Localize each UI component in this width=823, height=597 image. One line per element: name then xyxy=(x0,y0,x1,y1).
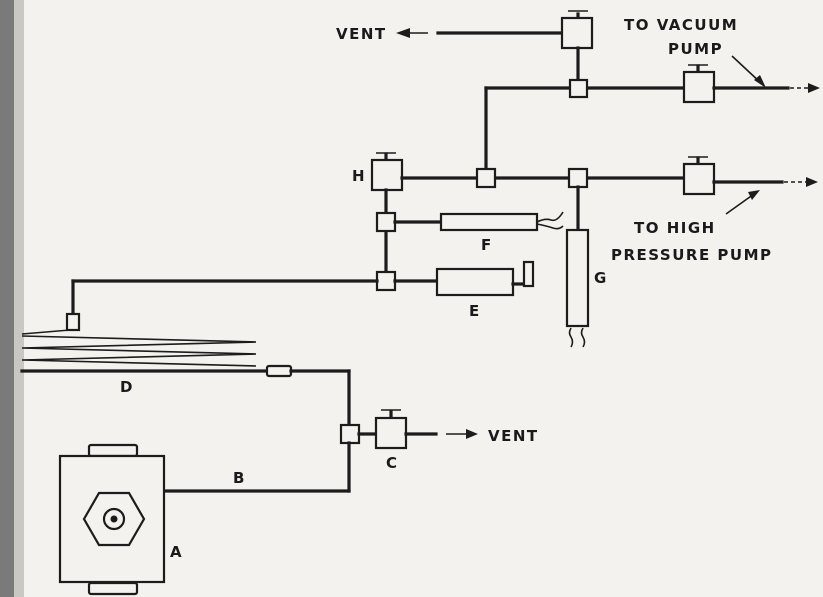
gauge-tee-joint xyxy=(567,167,589,189)
source-a-port-center xyxy=(110,515,118,523)
coil-feed-coupling xyxy=(65,312,81,332)
high-pressure-label-line1: TO HIGH xyxy=(634,219,716,237)
label-h: H xyxy=(352,167,365,185)
sensor-column xyxy=(375,188,564,297)
label-d: D xyxy=(120,378,132,396)
high-pointer-line xyxy=(725,193,755,215)
label-a: A xyxy=(170,543,182,561)
label-c: C xyxy=(386,454,397,472)
top-valve xyxy=(560,16,594,50)
scan-edge-fade xyxy=(14,0,24,597)
vent-top-label: VENT xyxy=(336,25,387,43)
high-pressure-label-line2: PRESSURE PUMP xyxy=(611,246,773,264)
vacuum-tee-joint xyxy=(568,78,589,99)
label-f: F xyxy=(481,236,491,254)
sensor-f-tee xyxy=(375,211,397,233)
coil-feed-line xyxy=(65,279,379,332)
source-a-top-bracket xyxy=(87,443,139,458)
valve-c xyxy=(374,416,408,450)
sensor-f-lead-1 xyxy=(536,211,564,223)
label-b: B xyxy=(233,469,244,487)
valve-h xyxy=(370,158,404,192)
top-valve-assembly xyxy=(396,10,594,80)
gauge-g-tube xyxy=(565,228,590,328)
vacuum-label-line2: PUMP xyxy=(668,40,723,58)
source-a-assembly xyxy=(58,443,351,596)
vent-bottom-arrowhead xyxy=(466,429,478,439)
vacuum-line xyxy=(484,55,820,174)
coil-d xyxy=(20,329,351,427)
label-e: E xyxy=(469,302,479,320)
sensor-f-body xyxy=(439,212,539,232)
vent-bottom-label: VENT xyxy=(488,427,539,445)
sensor-e-body xyxy=(435,267,515,297)
coil-d-outlet-coupling xyxy=(265,364,293,378)
gauge-g xyxy=(565,185,590,348)
high-outlet-arrowhead xyxy=(806,177,818,187)
vacuum-label-line1: TO VACUUM xyxy=(624,16,738,34)
lower-manifold-tee xyxy=(375,270,397,292)
valve-c-assembly xyxy=(339,409,478,493)
gauge-g-lead-2 xyxy=(580,327,586,348)
high-pressure-valve xyxy=(682,162,716,196)
scan-edge-shadow xyxy=(0,0,14,597)
high-pointer-arrowhead xyxy=(748,190,760,200)
vacuum-valve xyxy=(682,70,716,104)
vent-top-arrowhead xyxy=(396,28,410,38)
vacuum-pointer-arrowhead xyxy=(754,75,766,88)
high-pressure-line xyxy=(370,152,818,215)
gauge-g-lead-1 xyxy=(568,327,574,348)
sensor-f-lead-2 xyxy=(536,223,564,230)
source-a-bottom-bracket xyxy=(87,581,139,596)
sensor-e-cap xyxy=(522,260,535,288)
label-g: G xyxy=(594,269,606,287)
upper-manifold-tee xyxy=(475,167,497,189)
coil-d-lead xyxy=(21,329,71,335)
vacuum-outlet-arrowhead xyxy=(808,83,820,93)
valve-c-tee xyxy=(339,423,361,445)
coil-d-windings xyxy=(21,335,257,367)
